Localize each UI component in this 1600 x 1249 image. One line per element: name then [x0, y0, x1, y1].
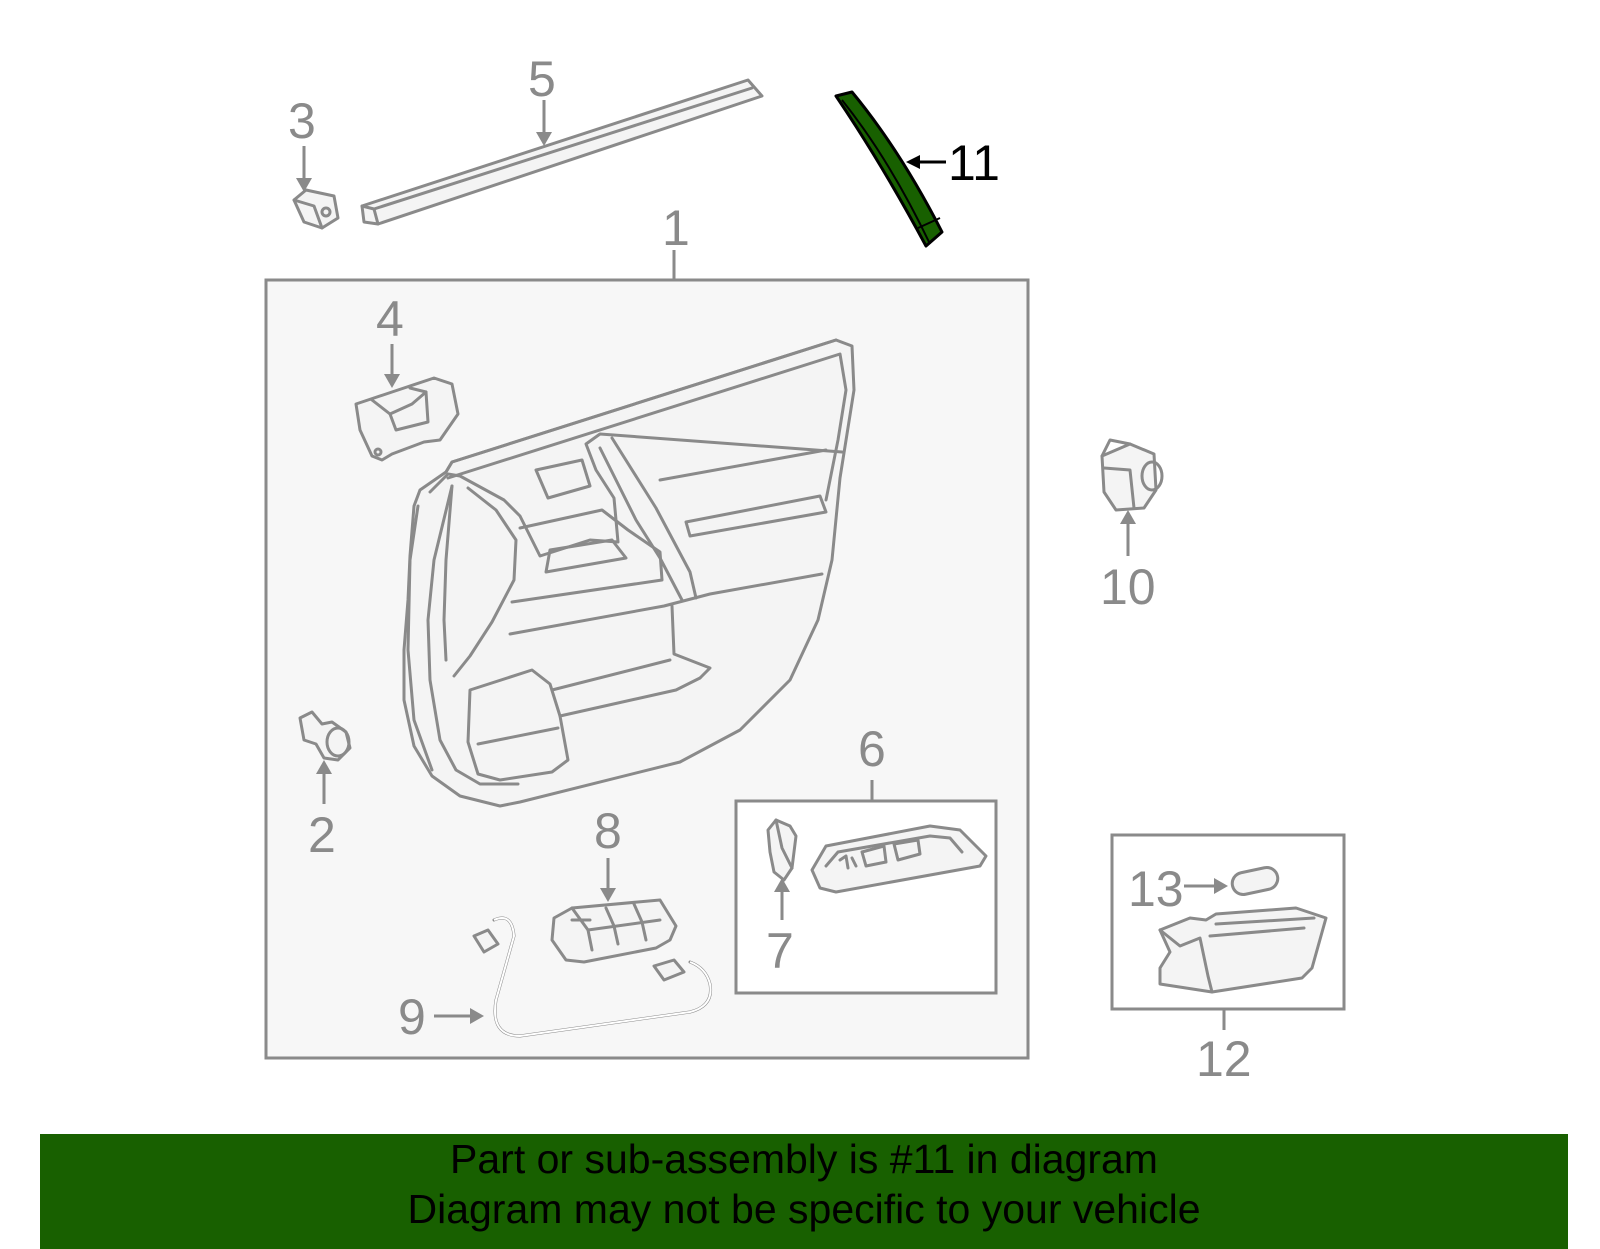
banner-line-1: Part or sub-assembly is #11 in diagram [450, 1136, 1158, 1182]
callout-7: 7 [766, 923, 794, 979]
push-retainer-part-2[interactable] [298, 710, 352, 762]
callout-5: 5 [528, 51, 556, 107]
banner-line-2: Diagram may not be specific to your vehi… [407, 1186, 1201, 1232]
arrowhead-8 [600, 888, 616, 902]
callout-11: 11 [948, 135, 1000, 191]
arrowhead-5 [536, 132, 552, 146]
door-trim-panel[interactable] [402, 338, 856, 808]
callout-1: 1 [662, 200, 690, 256]
arrowhead-3 [296, 178, 312, 192]
callout-9: 9 [398, 989, 426, 1045]
callout-8: 8 [594, 803, 622, 859]
arrowhead-13 [1214, 878, 1228, 894]
callout-2: 2 [308, 807, 336, 863]
arrowhead-11 [906, 155, 920, 169]
wire-harness-part-9[interactable] [472, 916, 713, 1038]
switch-bezel-part-6[interactable] [810, 824, 988, 894]
bulb-part-13[interactable] [1230, 865, 1280, 896]
clip-part-7[interactable] [766, 818, 798, 882]
info-banner: Part or sub-assembly is #11 in diagram D… [40, 1134, 1568, 1249]
callout-12: 12 [1196, 1031, 1252, 1087]
window-switch-part-8[interactable] [550, 898, 678, 964]
clip-part-3[interactable] [292, 188, 340, 230]
arrowhead-10 [1120, 510, 1136, 524]
belt-molding-part-5[interactable] [360, 78, 764, 226]
arrowhead-2 [316, 760, 332, 774]
callout-10: 10 [1100, 559, 1156, 615]
arrowhead-9 [470, 1008, 484, 1024]
callout-3: 3 [288, 93, 316, 149]
callout-6: 6 [858, 721, 886, 777]
courtesy-lamp-part-12[interactable] [1158, 906, 1328, 994]
bracket-part-4[interactable] [354, 376, 460, 462]
arrowhead-7 [774, 878, 790, 892]
clip-part-10[interactable] [1100, 438, 1164, 512]
weatherstrip-part-11-highlighted[interactable] [834, 90, 944, 248]
callout-13: 13 [1128, 861, 1184, 917]
arrowhead-4 [384, 374, 400, 388]
callout-4: 4 [376, 291, 404, 347]
